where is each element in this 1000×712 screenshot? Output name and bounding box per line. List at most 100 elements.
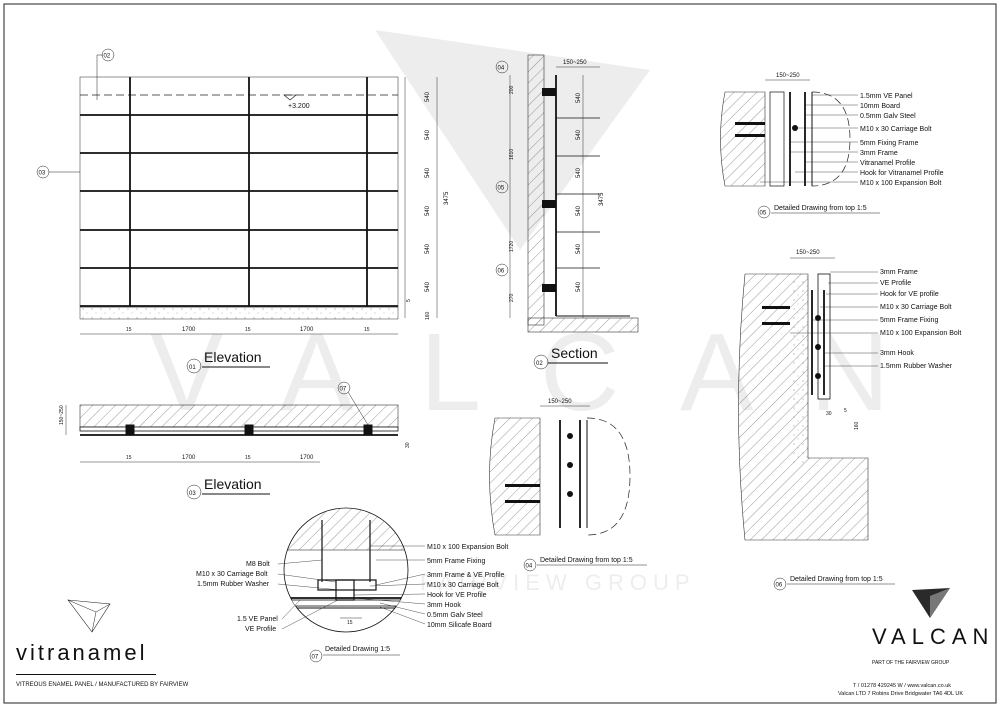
view-number: 02 [536, 361, 543, 367]
vitranamel-wordmark: vitranamel [16, 640, 148, 665]
dim-1700: 1700 [182, 327, 196, 333]
dim-540: 540 [425, 129, 431, 140]
leader-label: M10 x 30 Carriage Bolt [427, 582, 499, 589]
leader-label: M10 x 30 Carriage Bolt [860, 126, 932, 133]
elevation-01: +3.200 02 03 540 540 540 540 540 540 347… [36, 48, 450, 374]
leader-label: 5mm Frame Fixing [427, 558, 485, 565]
dim-540: 540 [425, 281, 431, 292]
dim-540: 540 [425, 91, 431, 102]
leader-label: 1.5mm VE Panel [860, 93, 913, 100]
detail-number: 04 [526, 564, 533, 570]
divider [16, 674, 156, 675]
left-dim: 1720 [509, 241, 515, 252]
detail-number: 05 [760, 211, 767, 217]
detail-number: 07 [312, 655, 319, 661]
dim-bottom: 160 [425, 311, 431, 320]
watermark-letter: L [420, 311, 481, 434]
dim-540: 540 [425, 167, 431, 178]
leader-label: 1.5mm Rubber Washer [880, 363, 953, 370]
dim-15: 15 [126, 327, 132, 333]
left-dim: 270 [509, 293, 515, 302]
leader-label: Vitranamel Profile [860, 160, 915, 167]
detail-caption: Detailed Drawing 1:5 [325, 646, 390, 653]
vitranamel-tagline: VITREOUS ENAMEL PANEL / MANUFACTURED BY … [16, 682, 189, 688]
dim-540: 540 [576, 129, 582, 140]
depth-dim: 150~250 [59, 405, 65, 425]
detail-07: 15 M8 Bolt M10 x 30 Carriage Bolt 1.5mm … [196, 507, 508, 663]
detail-dim: 15 [347, 620, 353, 626]
watermark-group: FAIRVIEW GROUP [420, 570, 696, 595]
detail-number: 06 [776, 583, 783, 589]
leader-label: 3mm Frame [880, 269, 918, 276]
dim-540: 540 [576, 205, 582, 216]
dim-540: 540 [425, 205, 431, 216]
dim-540: 540 [425, 243, 431, 254]
leader-label: Hook for VE Profile [427, 592, 487, 599]
detail-05: 150~250 1.5mm VE Panel 10mm Board 0.5mm … [720, 73, 944, 219]
dim-small: 5 [406, 299, 412, 302]
sheet-border [3, 3, 997, 704]
leader-label: M8 Bolt [246, 561, 270, 568]
leader-label: 3mm Hook [427, 602, 461, 609]
leader-label: M10 x 100 Expansion Bolt [860, 180, 941, 187]
dim-540: 540 [576, 167, 582, 178]
leader-label: 1.5mm Rubber Washer [197, 581, 270, 588]
contact-phone-web: T / 01278 429245 W / www.valcan.co.uk [853, 683, 952, 689]
leader-label: M10 x 100 Expansion Bolt [880, 330, 961, 337]
view-number: 01 [189, 365, 196, 371]
contact-address: Valcan LTD 7 Robins Drive Bridgwater TA6… [838, 691, 964, 697]
valcan-wordmark: VALCAN [872, 624, 995, 649]
callout-05: 05 [498, 186, 505, 192]
view-title: Elevation [204, 476, 262, 492]
detail-06: 150~250 30 5 160 3mm Frame VE Profile Ho… [738, 250, 961, 591]
callout-02: 02 [104, 54, 111, 60]
leader-label: M10 x 30 Carriage Bolt [196, 571, 268, 578]
detail-04: 150~250 04 Detailed Drawing from top 1:5 [489, 399, 647, 572]
detail-caption: Detailed Drawing from top 1:5 [774, 205, 867, 212]
leader-label: 0.5mm Galv Steel [427, 612, 483, 619]
left-dim: 200 [509, 85, 515, 94]
leader-label: 10mm Board [860, 103, 900, 110]
detail-caption: Detailed Drawing from top 1:5 [540, 557, 633, 564]
view-number: 03 [189, 491, 196, 497]
detail-dim: 150~250 [796, 250, 820, 256]
elevation-03: 150~250 30 07 15 1700 15 1700 03 Elevati… [59, 381, 411, 500]
view-title: Section [551, 345, 598, 361]
detail-dim: 5 [844, 408, 847, 414]
section-02: 150~250 200 1610 1720 270 540 540 540 54… [495, 54, 639, 370]
leader-label: VE Profile [245, 626, 276, 633]
dim-15: 15 [364, 327, 370, 333]
callout-04: 04 [498, 66, 505, 72]
dim-540: 540 [576, 92, 582, 103]
leader-label: 5mm Fixing Frame [860, 140, 918, 147]
top-dim: 150~250 [563, 60, 587, 66]
detail-dim: 160 [854, 421, 860, 430]
leader-label: 10mm Silicafe Board [427, 622, 492, 629]
detail-dim: 30 [826, 411, 832, 417]
detail-dim: 150~250 [548, 399, 572, 405]
dim-1700: 1700 [300, 455, 314, 461]
leader-label: VE Profile [880, 280, 911, 287]
detail-dim: 150~250 [776, 73, 800, 79]
leader-label: 3mm Frame & VE Profile [427, 572, 505, 579]
leader-label: Hook for Vitranamel Profile [860, 170, 944, 177]
dim-15: 15 [126, 455, 132, 461]
leader-label: M10 x 100 Expansion Bolt [427, 544, 508, 551]
left-dim: 1610 [509, 149, 515, 160]
dim-540: 540 [576, 243, 582, 254]
leader-label: 1.5 VE Panel [237, 616, 278, 623]
callout-06: 06 [498, 269, 505, 275]
dim-overall: 3475 [444, 191, 450, 205]
callout-03: 03 [39, 171, 46, 177]
leader-label: 3mm Frame [860, 150, 898, 157]
right-dim: 30 [405, 442, 411, 448]
leader-label: Hook for VE profile [880, 291, 939, 298]
leader-label: M10 x 30 Carriage Bolt [880, 304, 952, 311]
valcan-tagline: PART OF THE FAIRVIEW GROUP [872, 660, 950, 666]
dim-540: 540 [576, 281, 582, 292]
level-text: +3.200 [288, 103, 310, 110]
dim-15: 15 [245, 327, 251, 333]
detail-caption: Detailed Drawing from top 1:5 [790, 576, 883, 583]
